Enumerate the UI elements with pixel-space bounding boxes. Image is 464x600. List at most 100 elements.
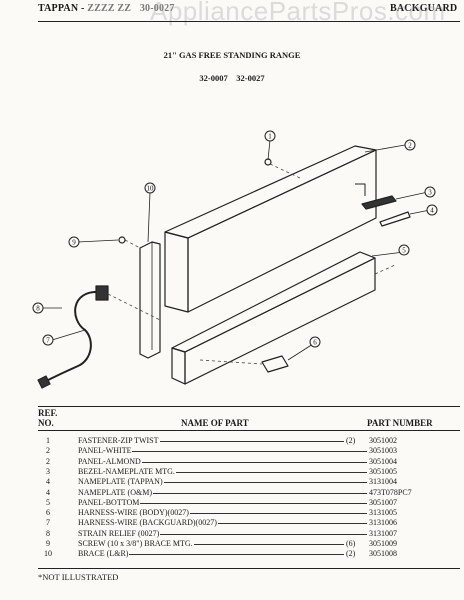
bottom-panel [171,251,376,385]
nameplate-bezel [361,195,397,210]
model-obscured: 30-0027 [139,3,175,14]
callout-10: 10 [144,182,156,194]
svg-text:10: 10 [147,185,155,193]
table-row: 3 BEZEL-NAMEPLATE MTG. 3051005 [0,467,464,476]
row-part-name: BEZEL-NAMEPLATE MTG. [78,466,175,476]
table-row: 2 PANEL-WHITE 3051003 [0,446,464,455]
row-ref: 4 [46,477,50,487]
row-part-name: HARNESS-WIRE (BACKGUARD)(0027) [78,518,217,528]
strain-relief [261,355,289,373]
col-name: NAME OF PART [181,418,249,428]
callout-4: 4 [426,204,438,216]
callout-7: 7 [42,334,54,346]
table-row: 8 STRAIN RELIEF (0027) 3131007 [0,529,464,538]
svg-text:7: 7 [46,337,50,345]
page-title: 21" GAS FREE STANDING RANGE [163,50,301,60]
row-part-name: PANEL-ALMOND [78,456,141,466]
row-leader-line [218,523,367,525]
row-leader-line [129,554,344,556]
row-leader-line [176,471,367,473]
callout-2: 2 [404,139,416,151]
row-ref: 2 [46,446,50,456]
row-ref: 4 [46,487,50,497]
row-part-name: HARNESS-WIRE (BODY)(0027) [78,508,189,518]
brand-obscured: ZZZZ ZZ [87,3,132,14]
row-leader-line [160,441,344,442]
row-ref: 1 [46,436,50,445]
svg-text:3: 3 [428,189,432,197]
row-part-name: PANEL-BOTTOM [78,497,140,507]
svg-text:2: 2 [408,142,412,150]
table-row: 10 BRACE (L&R) 3051008 (2) [0,549,464,558]
row-part-number: 3051002 [369,436,397,445]
row-ref: 5 [46,497,50,507]
row-part-number: 3051003 [369,446,397,456]
footer-rule [38,568,460,569]
row-leader-line [190,513,367,515]
table-row: 5 PANEL-BOTTOM 3051007 [0,498,464,507]
row-part-number: 3131004 [369,477,397,487]
brace [139,241,161,359]
row-ref: 7 [46,518,50,528]
row-quantity: (2) [346,549,356,559]
svg-text:6: 6 [313,339,317,347]
row-leader-line [140,502,367,504]
svg-text:1: 1 [268,133,272,141]
row-part-number: 3051008 [369,549,397,559]
row-part-name: SCREW (10 x 3/8") BRACE MTG. [78,539,193,548]
svg-text:4: 4 [430,207,434,215]
row-part-number: 473T078PC7 [369,487,412,497]
callout-3: 3 [424,186,436,198]
table-row: 6 HARNESS-WIRE (BODY)(0027) 3131005 [0,508,464,517]
row-ref: 8 [46,528,50,538]
backguard-panel [164,145,377,313]
row-part-number: 3051007 [369,497,397,507]
table-row: 4 NAMEPLATE (O&M) 473T078PC7 [0,488,464,497]
table-header-rule [38,430,460,431]
svg-text:9: 9 [72,239,76,247]
header-brand: TAPPAN - ZZZZ ZZ 30-0027 [38,3,175,14]
row-part-name: BRACE (L&R) [78,549,129,559]
svg-text:8: 8 [36,305,40,313]
footer-note: *NOT ILLUSTRATED [38,572,119,582]
row-leader-line [132,451,367,453]
nameplate [379,211,411,227]
exploded-parts-diagram: 1 2 3 4 5 6 7 8 9 10 [32,130,438,389]
table-top-rule [38,406,460,407]
table-row: 2 PANEL-ALMOND 3051004 [0,457,464,466]
callout-8: 8 [32,302,44,314]
row-part-number: 3131005 [369,508,397,518]
row-part-number: 3051005 [369,466,397,476]
row-ref: 3 [46,466,50,476]
row-ref: 2 [46,456,50,466]
row-leader-line [153,492,367,494]
col-ref: REF. [38,408,58,418]
col-part-number: PART NUMBER [367,418,433,428]
header-section: BACKGUARD [390,3,458,14]
row-part-number: 3051009 [369,539,397,548]
row-leader-line [160,533,367,535]
row-part-name: STRAIN RELIEF (0027) [78,528,160,538]
callout-5: 5 [398,244,410,256]
svg-text:5: 5 [402,247,406,255]
brand-text: TAPPAN - [38,3,88,14]
watermark: AppliancePartsPros.com [150,0,446,26]
wire-harness [43,290,101,383]
row-leader-line [142,461,367,463]
header-rule [38,21,460,22]
callout-1: 1 [264,130,276,142]
row-part-name: NAMEPLATE (O&M) [78,487,152,497]
row-part-name: PANEL-WHITE [78,446,132,456]
row-part-number: 3131007 [369,528,397,538]
row-part-number: 3131006 [369,518,397,528]
row-quantity: (2) [346,436,356,445]
row-leader-line [194,544,344,545]
row-part-number: 3051004 [369,456,397,466]
row-ref: 10 [44,549,52,559]
callout-9: 9 [68,236,80,248]
row-ref: 6 [46,508,50,518]
model-numbers: 32-0007 32-0027 [199,73,265,83]
